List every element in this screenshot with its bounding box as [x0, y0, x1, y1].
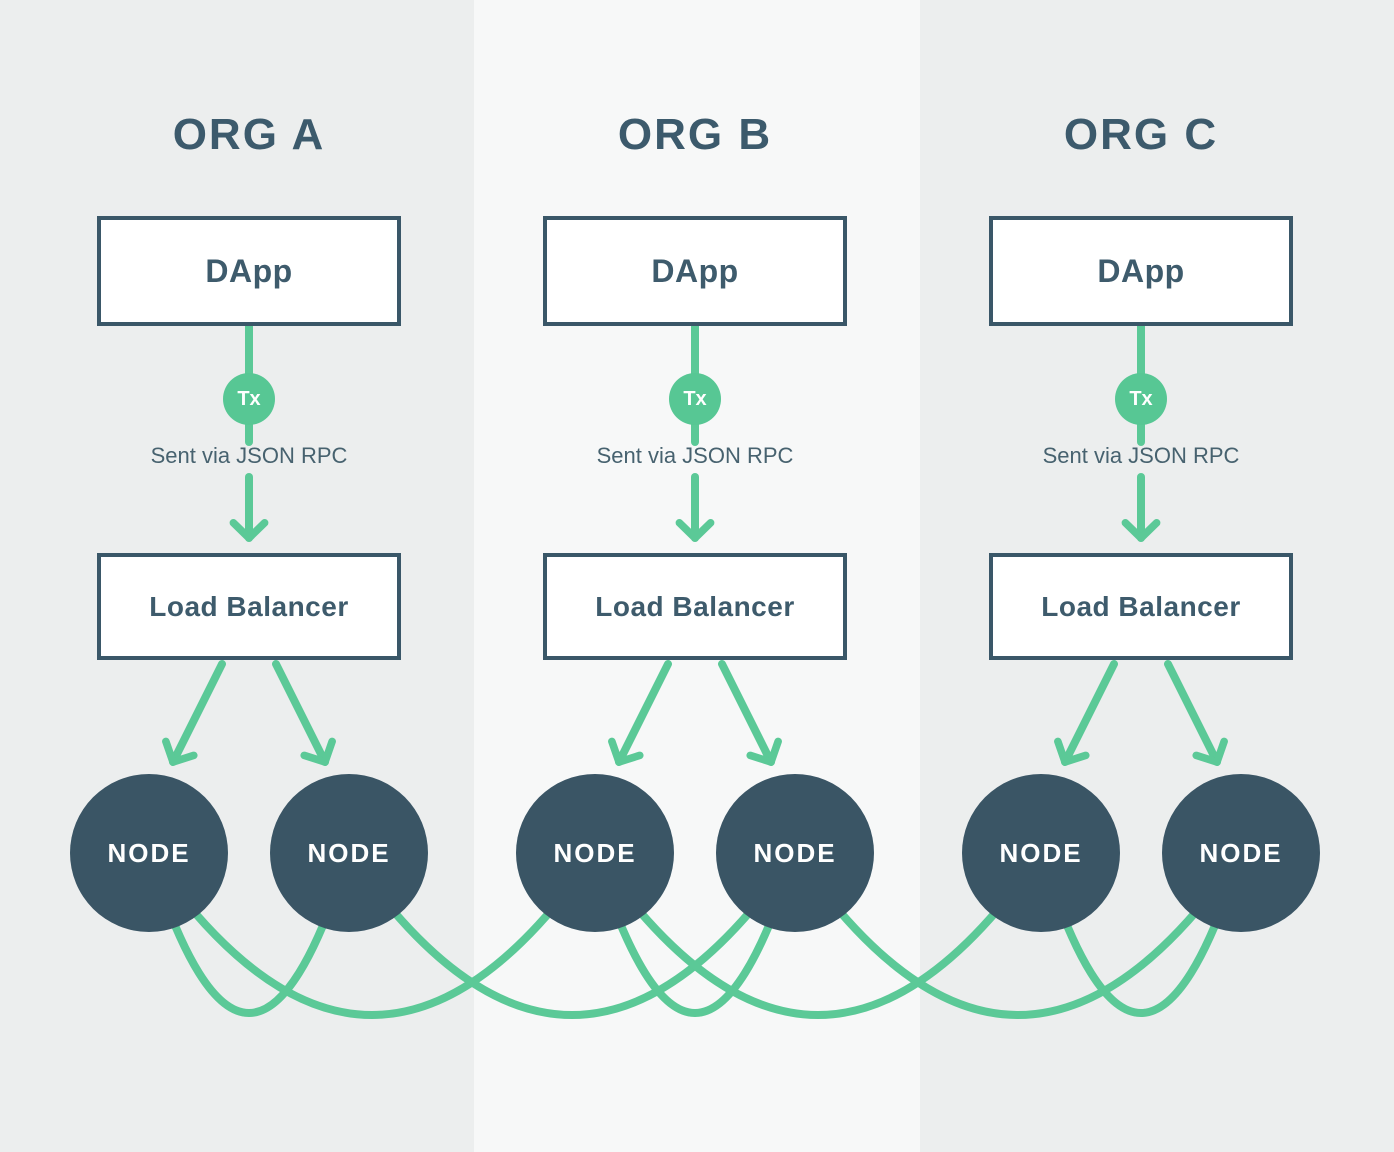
- lb-to-node-arrow-left: [608, 660, 672, 766]
- lb-to-node-arrow-right: [272, 660, 336, 766]
- node-mesh-arc: [1037, 849, 1245, 1017]
- node-mesh-arc: [145, 849, 353, 1017]
- lb-to-node-arrow-left: [1054, 660, 1118, 766]
- lb-to-node-arrow-right: [1164, 660, 1228, 766]
- lb-to-node-arrow-right: [718, 660, 782, 766]
- node-mesh-arc: [591, 849, 799, 1017]
- lb-to-node-arrow-left: [162, 660, 226, 766]
